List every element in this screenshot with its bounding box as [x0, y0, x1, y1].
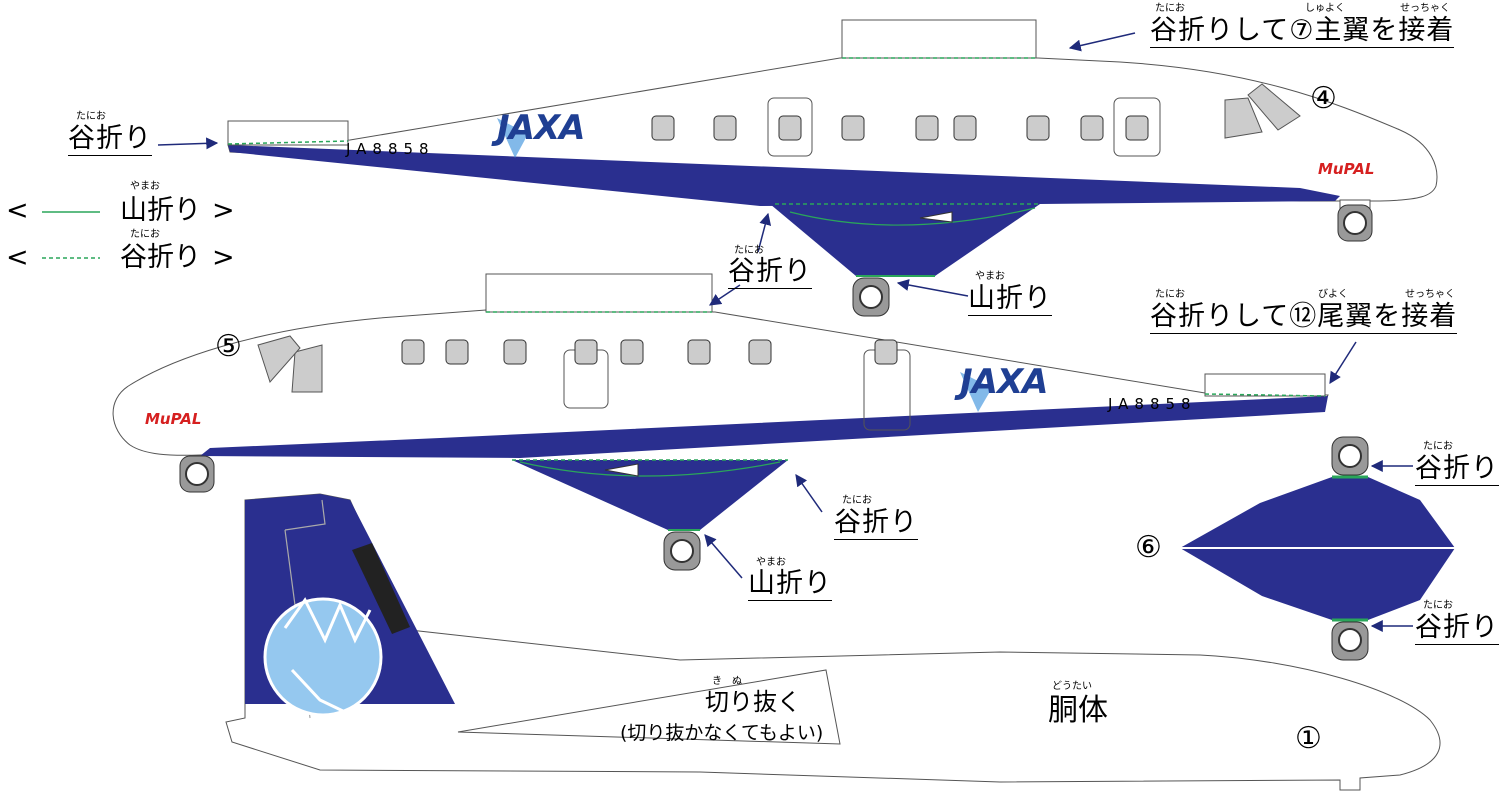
- part-1-fuselage: [225, 493, 1441, 791]
- ruby-tanio-2: たにお: [76, 111, 106, 122]
- mountain-fold-label-top: 山折り: [968, 283, 1052, 316]
- legend-open-2: <: [6, 242, 29, 273]
- ruby-tanio-3: たにお: [734, 245, 764, 256]
- registration-bottom: JA8858: [1108, 395, 1197, 413]
- ruby-tanio-7: たにお: [842, 495, 872, 506]
- tail-tab-left: [227, 120, 349, 146]
- ruby-biyoku: びよく: [1318, 289, 1348, 300]
- ruby-yamao-legend: やまお: [130, 181, 160, 192]
- tail-wing-note: 谷折りして⑫尾翼を接着: [1150, 301, 1458, 334]
- ruby-doutai: どうたい: [1052, 681, 1092, 692]
- ruby-shuyoku: しゅよく: [1305, 3, 1345, 14]
- mupal-logo-top: MuPAL: [1318, 160, 1375, 178]
- cutout-label: 切り抜く: [705, 688, 801, 716]
- landing-gear-main-bottom: [663, 531, 701, 571]
- belly-fairing-lower: [512, 460, 788, 530]
- main-wing-note: 谷折りして⑦主翼を接着: [1150, 15, 1455, 48]
- jaxa-logo-bottom: JAXA: [960, 362, 1048, 402]
- part-number-6: ⑥: [1135, 530, 1162, 565]
- mountain-fold-label-bottom: 山折り: [748, 568, 832, 601]
- valley-fold-label-p6-bottom: 谷折り: [1415, 612, 1499, 645]
- part-6-fairing-part: [1180, 436, 1455, 661]
- ruby-kinu-1: き ぬ: [712, 676, 742, 687]
- ruby-setchaku-1: せっちゃく: [1400, 3, 1450, 14]
- legend-mountain-fold: 山折り: [120, 195, 201, 226]
- main-wing-tab: [841, 19, 1037, 59]
- legend-close-2: >: [212, 242, 235, 273]
- ruby-yamao-1: やまお: [975, 271, 1005, 282]
- valley-fold-label-lower: 谷折り: [834, 507, 918, 540]
- valley-fold-label-left: 谷折り: [68, 123, 152, 156]
- landing-gear-nose-bottom: [179, 455, 215, 493]
- legend-valley-fold: 谷折り: [120, 242, 201, 273]
- landing-gear-main-top: [852, 277, 890, 317]
- ruby-setchaku-2: せっちゃく: [1405, 289, 1455, 300]
- landing-gear-nose-top: [1337, 199, 1373, 242]
- ruby-tanio-legend: たにお: [130, 229, 160, 240]
- part-4-side-panel: [227, 19, 1438, 317]
- registration-top: JA8858: [346, 140, 435, 158]
- ruby-tanio-6: たにお: [1423, 600, 1453, 611]
- ruby-yamao-2: やまお: [756, 557, 786, 568]
- belly-fairing: [770, 204, 1040, 276]
- tail-tab-right: [1204, 373, 1326, 397]
- part-number-1: ①: [1295, 721, 1322, 756]
- cutout-area: [457, 669, 841, 745]
- ruby-tanio-4: たにお: [1155, 289, 1185, 300]
- cutout-optional-label: (切り抜かなくてもよい): [620, 722, 824, 744]
- valley-fold-label-mid: 谷折り: [728, 256, 812, 289]
- ruby-tanio-1: たにお: [1155, 3, 1185, 14]
- valley-fold-label-p6-top: 谷折り: [1415, 453, 1499, 486]
- mupal-logo-bottom: MuPAL: [145, 410, 202, 428]
- part-number-5: ⑤: [215, 329, 242, 364]
- ruby-tanio-5: たにお: [1423, 441, 1453, 452]
- cabin-windows-top: [651, 115, 1149, 141]
- legend-close-1: >: [212, 195, 235, 226]
- legend-open-1: <: [6, 195, 29, 226]
- jaxa-logo-top: JAXA: [497, 108, 585, 148]
- fuselage-label: 胴体: [1048, 693, 1108, 728]
- part-number-4: ④: [1310, 81, 1337, 116]
- main-wing-tab-lower: [485, 273, 713, 313]
- cabin-windows-bottom: [401, 339, 898, 365]
- tail-logo-circle: [263, 597, 383, 717]
- part-5-side-panel: [112, 273, 1329, 571]
